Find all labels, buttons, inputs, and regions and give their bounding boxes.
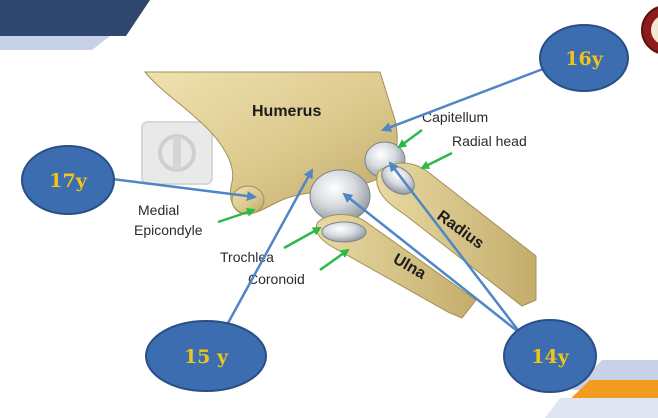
radial-head-arrow (422, 153, 452, 168)
age-bubble-16y: 16y (540, 25, 628, 91)
institution-seal-logo (642, 6, 658, 54)
medial-epicondyle-arrow (218, 210, 254, 222)
age-bubble-15y: 15 y (146, 321, 266, 391)
capitellum-arrow (399, 130, 422, 147)
age-text-16y: 16y (565, 48, 603, 70)
trochlea-arrow (284, 228, 320, 248)
banner-decoration-top-left (0, 0, 150, 50)
age-bubble-17y: 17y (22, 146, 114, 214)
epicondyle-label: Epicondyle (134, 222, 203, 238)
radial-head-label: Radial head (452, 133, 527, 149)
age-text-15y: 15 y (184, 346, 229, 368)
watermark-badge (142, 122, 212, 184)
humerus-label: Humerus (252, 103, 321, 120)
medial-label: Medial (138, 202, 179, 218)
age-text-17y: 17y (49, 170, 87, 192)
age-bubble-14y: 14y (504, 320, 596, 392)
age-text-14y: 14y (531, 346, 569, 368)
coronoid-arrow (320, 250, 348, 270)
